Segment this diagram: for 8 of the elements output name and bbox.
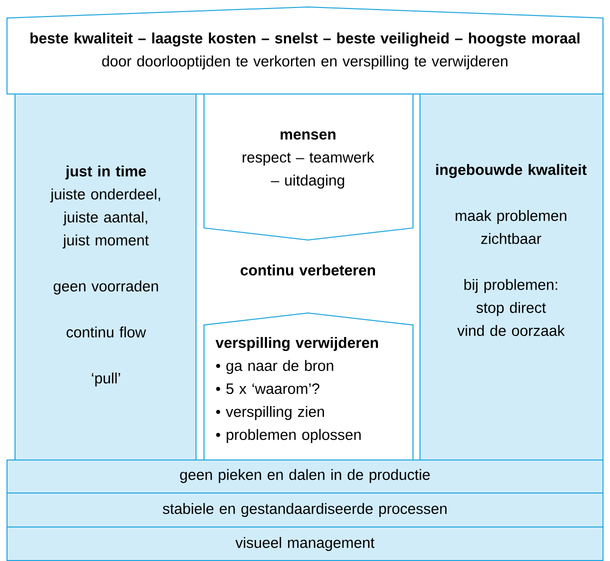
band-box: visueel management [6, 526, 604, 561]
node-label: visueel management [235, 536, 374, 551]
roof-box: beste kwaliteit – laagste kosten – snelst – beste veiligheid – hoogste moraal door doorlooptijden te verkorten en verspilling te verwijderen [6, 6, 604, 94]
column-label: continu verbeteren [240, 264, 375, 276]
pentagon-box: mensen respect – teamwerk – uitdaging [204, 94, 414, 240]
band-box: stabiele en gestandaardiseerde processen [6, 492, 604, 528]
pentagon-box: verspilling verwijderen • ga naar de bron • 5 x ‘waarom’? • verspilling zien • problemen oplossen [204, 312, 414, 460]
band-box: geen pieken en dalen in de productie [6, 459, 604, 494]
